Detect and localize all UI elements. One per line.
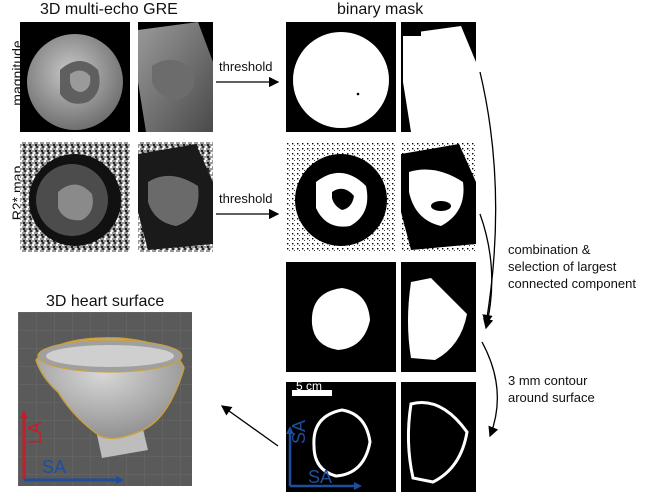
contour-step-line-2: around surface — [508, 390, 595, 405]
threshold-label-top: threshold — [219, 59, 273, 74]
contour-step-line-1: 3 mm contour — [508, 373, 588, 388]
3d-heart-surface-render: LA SA — [18, 312, 192, 486]
magnitude-short-axis-image — [20, 22, 130, 132]
r2star-long-axis-image — [138, 142, 213, 252]
scale-bar-label: 5 cm — [296, 382, 323, 393]
threshold-label-bottom: threshold — [219, 191, 273, 206]
contour-short-axis: 5 cm SA SA — [286, 382, 396, 492]
mask-combined-long-axis — [401, 262, 476, 372]
combination-step-line-1: combination & — [508, 242, 591, 257]
r2star-short-axis-image — [20, 142, 130, 252]
mask-r2star-short-axis — [286, 142, 396, 252]
mask-r2star-long-axis — [401, 142, 476, 252]
magnitude-long-axis-image — [138, 22, 213, 132]
combination-step-line-2: selection of largest — [508, 259, 617, 274]
mask-magnitude-long-axis — [401, 22, 476, 132]
mask-magnitude-short-axis — [286, 22, 396, 132]
contour-long-axis — [401, 382, 476, 492]
contour-axis-label-horizontal: SA — [308, 467, 333, 487]
heading-3d-multi-echo-gre: 3D multi-echo GRE — [40, 1, 178, 18]
surface-axis-label-horizontal: SA — [42, 457, 67, 477]
scale-bar — [292, 390, 332, 396]
combination-step-line-3: connected component — [508, 276, 636, 291]
heading-binary-mask: binary mask — [337, 1, 424, 18]
heading-3d-heart-surface: 3D heart surface — [46, 293, 165, 310]
mask-combined-short-axis — [286, 262, 396, 372]
